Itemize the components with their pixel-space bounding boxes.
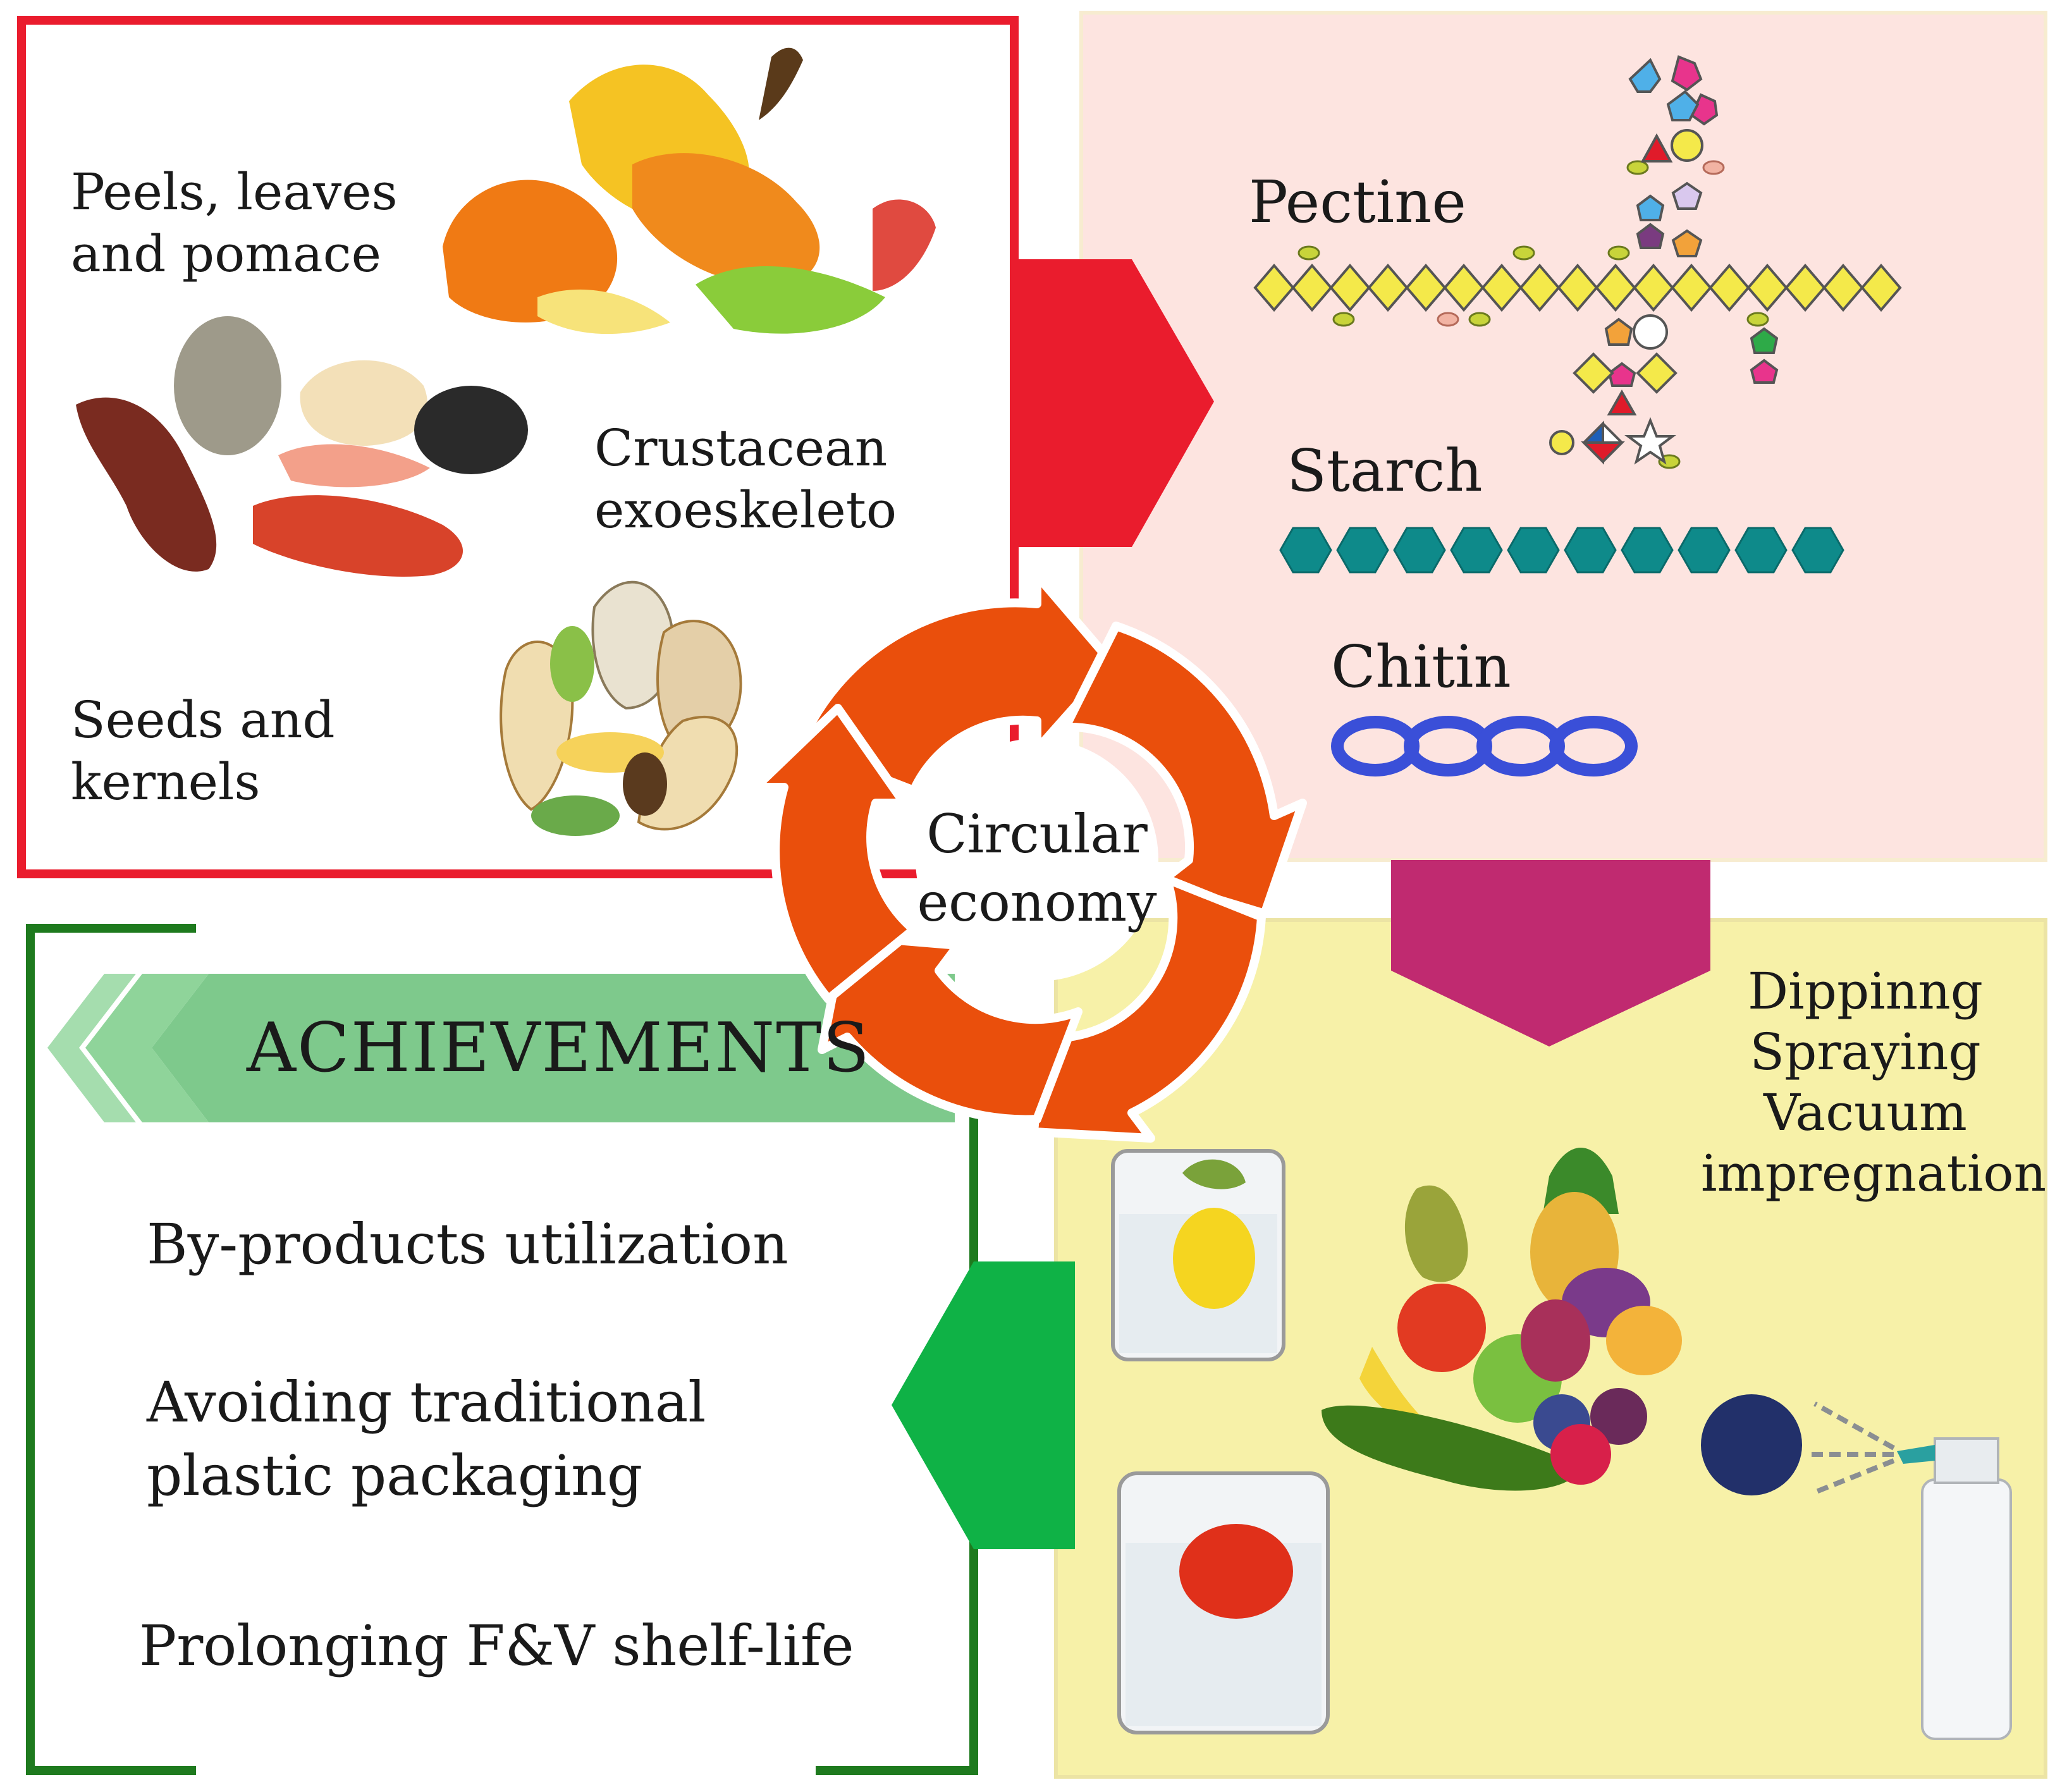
label-circular-economy: Circular economy bbox=[917, 803, 1157, 933]
label-method-vacuum: Vacuum bbox=[1764, 1083, 1967, 1142]
starch-structure bbox=[1279, 527, 1844, 574]
label-starch: Starch bbox=[1287, 437, 1483, 505]
label-method-impregnation: impregnation bbox=[1701, 1144, 2047, 1203]
label-method-spraying: Spraying bbox=[1750, 1022, 1981, 1081]
fruit-peel-illustration bbox=[443, 47, 936, 334]
label-pectine: Pectine bbox=[1249, 168, 1466, 236]
beaker-tomato bbox=[1117, 1471, 1330, 1734]
down-arrow bbox=[1391, 860, 1710, 1046]
fruit-basket-illustration bbox=[1322, 1148, 1802, 1495]
label-method-dipping: Dippinng bbox=[1748, 962, 1983, 1021]
chitin-structure bbox=[1331, 716, 1638, 776]
achievement-byproducts: By-products utilization bbox=[147, 1212, 788, 1277]
pectin-structure bbox=[1253, 55, 1902, 469]
label-seeds: Seeds and kernels bbox=[71, 690, 335, 811]
label-peels: Peels, leaves and pomace bbox=[71, 163, 398, 283]
label-crustacean: Crustacean exoeskeleto bbox=[594, 419, 897, 539]
seafood-illustration bbox=[76, 316, 528, 577]
label-chitin: Chitin bbox=[1331, 633, 1511, 701]
achievement-avoid-plastic: Avoiding traditional plastic packaging bbox=[147, 1370, 706, 1508]
achievement-banner bbox=[47, 974, 955, 1122]
beaker-lemon bbox=[1111, 1149, 1285, 1361]
achievements-title: ACHIEVEMENTS bbox=[247, 1009, 871, 1088]
spray-bottle bbox=[1808, 1401, 2012, 1740]
cycle-center bbox=[916, 739, 1158, 981]
achievement-shelf-life: Prolonging F&V shelf-life bbox=[139, 1613, 854, 1678]
seeds-illustration bbox=[500, 580, 742, 836]
red-arrow bbox=[1012, 259, 1214, 547]
left-arrow bbox=[892, 1261, 1075, 1549]
cycle-arrows bbox=[751, 571, 1307, 1143]
